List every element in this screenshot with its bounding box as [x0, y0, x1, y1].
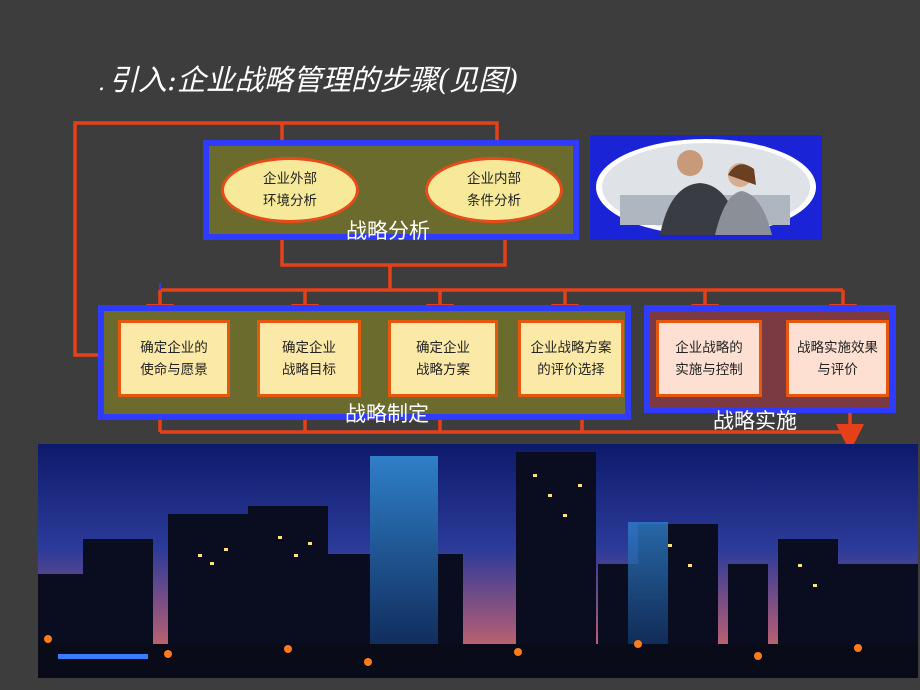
strategy-plan-step: 确定企业 战略方案 — [388, 320, 498, 397]
business-people-photo — [590, 135, 822, 240]
internal-analysis-node: 企业内部 条件分析 — [425, 157, 563, 223]
slide-title: .引入:企业战略管理的步骤(见图) — [98, 62, 558, 102]
mission-vision-step: 确定企业的 使命与愿景 — [118, 320, 230, 397]
analysis-label: 战略分析 — [346, 219, 430, 243]
formulation-label: 战略制定 — [345, 402, 429, 426]
implementation-label: 战略实施 — [713, 409, 797, 433]
strategic-goal-step: 确定企业 战略目标 — [257, 320, 361, 397]
title-bullet: . — [98, 71, 105, 96]
city-skyline-image — [38, 444, 918, 678]
effect-evaluation-step: 战略实施效果 与评价 — [786, 320, 889, 397]
title-text: 引入:企业战略管理的步骤(见图) — [109, 63, 519, 97]
plan-evaluation-step: 企业战略方案 的评价选择 — [518, 320, 624, 397]
implementation-control-step: 企业战略的 实施与控制 — [656, 320, 762, 397]
external-analysis-node: 企业外部 环境分析 — [221, 157, 359, 223]
